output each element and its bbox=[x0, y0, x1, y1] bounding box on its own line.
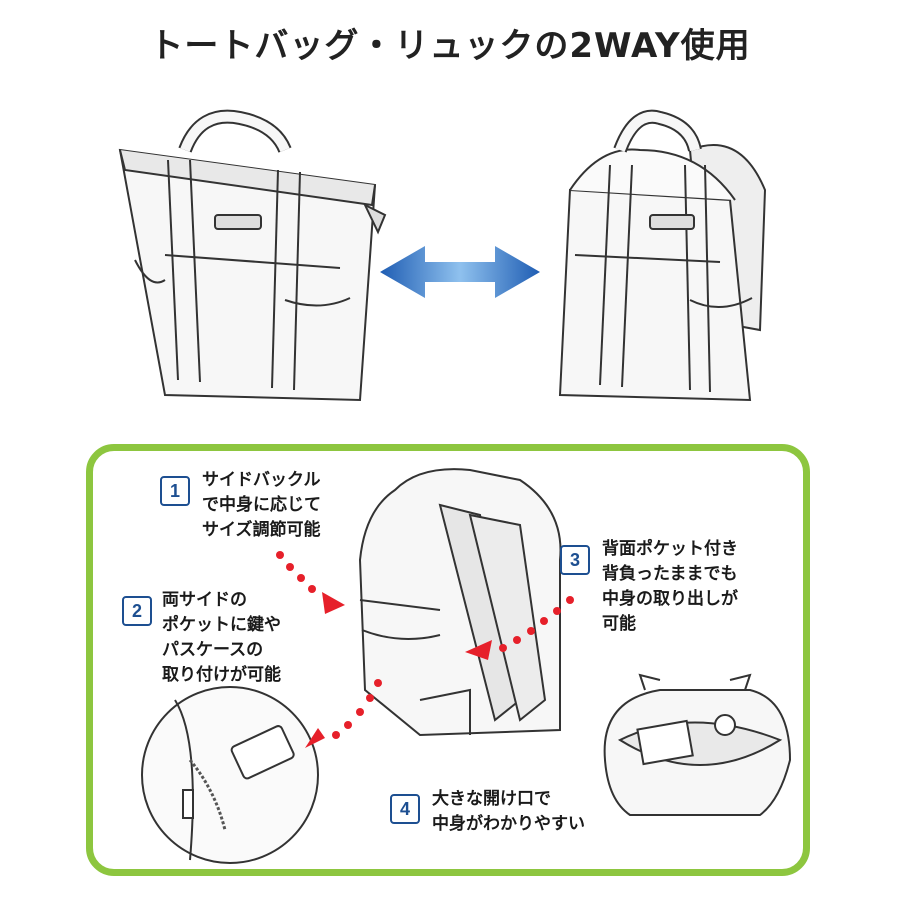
backpack-illustration bbox=[558, 109, 767, 402]
feature-2-line: ポケットに鍵や bbox=[162, 615, 281, 635]
feature-2-line: 取り付けが可能 bbox=[162, 665, 281, 685]
pointer-dots-1 bbox=[276, 551, 345, 614]
feature-2-line: パスケースの bbox=[162, 640, 264, 660]
feature-number-4: 4 bbox=[390, 794, 420, 824]
feature-3-line: 背負ったままでも bbox=[602, 564, 738, 584]
keychain-detail-illustration bbox=[141, 686, 319, 864]
feature-1-line: サイズ調節可能 bbox=[202, 520, 321, 540]
feature-number-1: 1 bbox=[160, 476, 190, 506]
feature-2-line: 両サイドの bbox=[162, 590, 247, 610]
page-title: トートバッグ・リュックの2WAY使用 bbox=[149, 26, 751, 66]
feature-4-text: 大きな開け口で 中身がわかりやすい bbox=[432, 787, 585, 837]
feature-3-line: 可能 bbox=[602, 614, 636, 634]
feature-4-line: 中身がわかりやすい bbox=[432, 814, 585, 834]
feature-1-line: で中身に応じて bbox=[202, 495, 321, 515]
double-arrow-icon bbox=[380, 246, 540, 298]
tote-bag-illustration bbox=[118, 109, 387, 402]
feature-number-3: 3 bbox=[560, 545, 590, 575]
pointer-dots-3 bbox=[465, 596, 574, 660]
feature-3-line: 背面ポケット付き bbox=[602, 539, 738, 559]
feature-1-line: サイドバックル bbox=[202, 470, 321, 490]
feature-2-text: 両サイドの ポケットに鍵や パスケースの 取り付けが可能 bbox=[162, 588, 281, 688]
feature-3-line: 中身の取り出しが bbox=[602, 589, 738, 609]
pointer-dots-2 bbox=[305, 679, 382, 748]
feature-3-text: 背面ポケット付き 背負ったままでも 中身の取り出しが 可能 bbox=[602, 537, 738, 637]
open-bag-illustration bbox=[603, 673, 792, 816]
feature-number-2: 2 bbox=[122, 596, 152, 626]
backpack-back-illustration bbox=[358, 468, 562, 737]
feature-1-text: サイドバックル で中身に応じて サイズ調節可能 bbox=[202, 468, 321, 543]
features-panel bbox=[86, 444, 810, 876]
feature-4-line: 大きな開け口で bbox=[432, 789, 551, 809]
